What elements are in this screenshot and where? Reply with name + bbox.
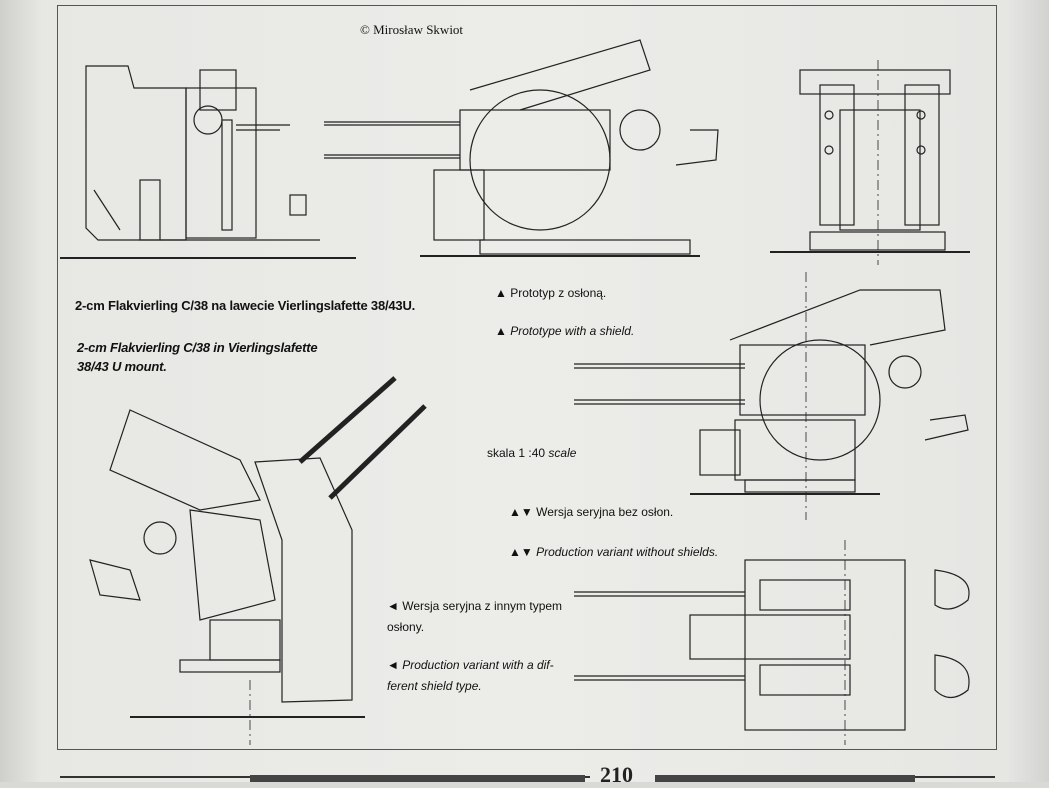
prototype-label-en: ▲ Prototype with a shield. <box>495 324 635 338</box>
drawing-side-view-shield <box>60 65 356 259</box>
variant-label-pl-line1: ◄ Wersja seryjna z innym typem <box>387 599 563 613</box>
drawing-production-side <box>574 272 969 520</box>
page-number: 210 <box>600 762 633 787</box>
drawing-front-view <box>770 60 970 265</box>
drawing-shield-variant <box>89 376 427 745</box>
caption-polish: 2-cm Flakvierling C/38 na lawecie Vierli… <box>75 298 416 313</box>
drawing-side-view <box>324 39 719 257</box>
drawing-top-view <box>574 540 970 745</box>
variant-label-en-line1: ◄ Production variant with a dif- <box>387 658 554 672</box>
variant-label-en-line2: ferent shield type. <box>387 679 482 693</box>
scale-word: scale <box>548 446 577 460</box>
scale-value: skala 1 :40 <box>487 446 546 460</box>
scale-label: skala 1 :40 scale <box>487 446 576 460</box>
prototype-label-pl: ▲ Prototyp z osłoną. <box>495 286 607 300</box>
variant-label-pl-line2: osłony. <box>387 620 425 634</box>
serial-label-pl: ▲▼ Wersja seryjna bez osłon. <box>509 505 674 519</box>
caption-english-line1: 2-cm Flakvierling C/38 in Vierlingslafet… <box>77 340 318 355</box>
page-footer-rule <box>60 775 995 782</box>
copyright-notice: © Mirosław Skwiot <box>360 22 464 37</box>
drawing-frame <box>57 5 997 750</box>
serial-label-en: ▲▼ Production variant without shields. <box>509 545 719 559</box>
caption-english-line2: 38/43 U mount. <box>77 359 167 374</box>
